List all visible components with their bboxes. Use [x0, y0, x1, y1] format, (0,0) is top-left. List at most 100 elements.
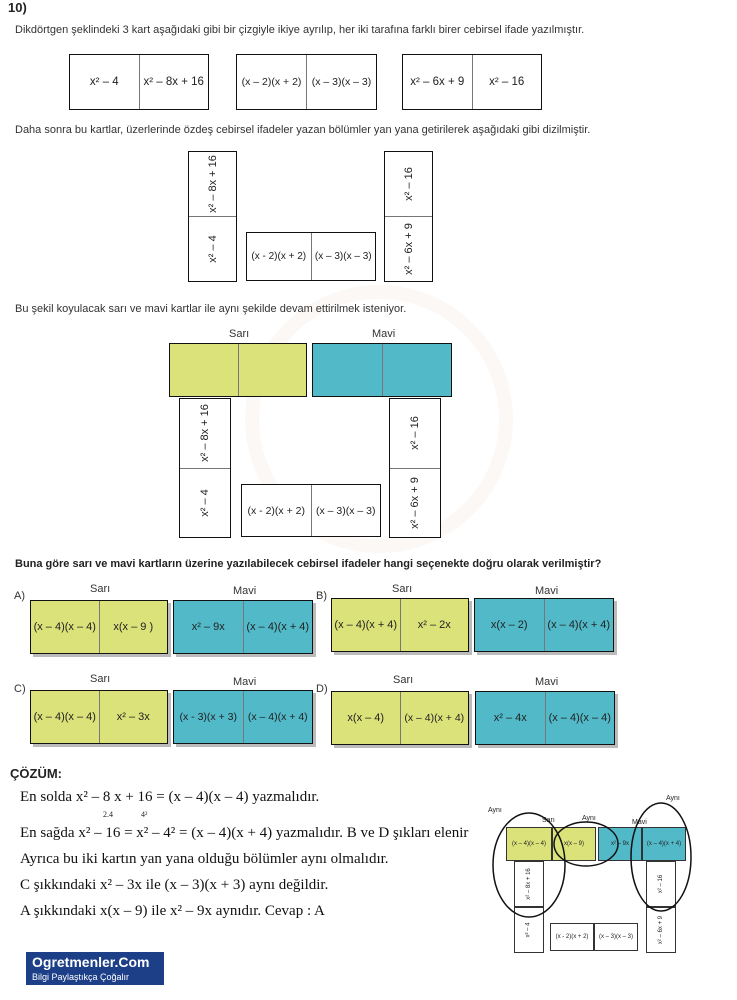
option-d-blue[interactable]: x² – 4x (x – 4)(x – 4)	[475, 691, 615, 745]
option-c-b1: (x - 3)(x + 3)	[179, 711, 237, 723]
option-a-yellow[interactable]: (x – 4)(x – 4) x(x – 9 )	[30, 600, 168, 654]
arr2-middle-card: (x - 2)(x + 2) (x – 3)(x – 3)	[241, 484, 381, 537]
footer-slogan: Bilgi Paylaştıkça Çoğalır	[32, 972, 130, 982]
card-3-left: x² – 6x + 9	[410, 76, 465, 88]
option-b-blue[interactable]: x(x – 2) (x – 4)(x + 4)	[474, 598, 614, 652]
arr2-right-card: x² – 16 x² – 6x + 9	[389, 398, 441, 538]
arr2-yellow-card	[169, 343, 307, 397]
arr1-right-bottom: x² – 6x + 9	[402, 223, 415, 275]
option-c-mavi: Mavi	[233, 676, 257, 688]
option-d-mavi: Mavi	[535, 676, 559, 688]
arr1-mid-right: (x – 3)(x – 3)	[310, 233, 376, 280]
card-1-left: x² – 4	[89, 76, 119, 88]
arr2-mid-left: (x - 2)(x + 2)	[247, 504, 305, 517]
arr1-left-top: x² – 8x + 16	[206, 155, 219, 213]
mini-right-top-text: x² – 16	[658, 874, 664, 894]
solution-line-1: En solda x² – 8 x + 16 = (x – 4)(x – 4) …	[20, 789, 320, 805]
solution-title: ÇÖZÜM:	[10, 766, 62, 781]
option-d-yellow[interactable]: x(x – 4) (x – 4)(x + 4)	[331, 691, 469, 745]
mini-left-top-text: x² – 8x + 16	[526, 868, 532, 900]
para3-text: Bu şekil koyulacak sarı ve mavi kartlar …	[15, 303, 407, 315]
arr2-left-card: x² – 8x + 16 x² – 4	[179, 398, 231, 538]
arr1-right-card: x² – 16 x² – 6x + 9	[384, 151, 433, 282]
mini-b1: x² – 9x	[598, 827, 642, 861]
mini-right-bottom: x² – 6x + 9	[646, 907, 676, 953]
option-d-b1: x² – 4x	[493, 712, 527, 724]
mini-left-top: x² – 8x + 16	[514, 861, 544, 907]
arr1-middle-card: (x - 2)(x + 2) (x – 3)(x – 3)	[246, 232, 376, 281]
mini-mid-left: (x - 2)(x + 2)	[550, 923, 594, 951]
card-3: x² – 6x + 9 x² – 16	[402, 54, 542, 110]
arr2-blue-card	[312, 343, 452, 397]
option-a-mavi: Mavi	[233, 585, 257, 597]
option-d-y1: x(x – 4)	[347, 712, 385, 724]
arr1-left-bottom: x² – 4	[206, 235, 219, 263]
card-2-right: (x – 3)(x – 3)	[306, 55, 376, 109]
option-c-blue[interactable]: (x - 3)(x + 3) (x – 4)(x + 4)	[173, 690, 313, 744]
arr1-left-card: x² – 8x + 16 x² – 4	[188, 151, 237, 282]
option-d-y2: (x – 4)(x + 4)	[399, 692, 469, 744]
option-b-letter: B)	[316, 590, 327, 602]
mini-b2: (x – 4)(x + 4)	[642, 827, 686, 861]
mini-sari: Sarı	[542, 817, 555, 824]
para2-text: Daha sonra bu kartlar, üzerlerinde özdeş…	[15, 124, 591, 136]
option-c-letter: C)	[14, 683, 26, 695]
footer-logo[interactable]: Ogretmenler.Com Bilgi Paylaştıkça Çoğalı…	[26, 952, 164, 985]
question-number: 10)	[8, 0, 27, 15]
mini-mavi: Mavi	[632, 819, 647, 826]
option-a-blue[interactable]: x² – 9x (x – 4)(x + 4)	[173, 600, 313, 654]
solution-line-3: Ayrıca bu iki kartın yan yana olduğu böl…	[20, 851, 389, 867]
mini-y1: (x – 4)(x – 4)	[506, 827, 552, 861]
option-d-letter: D)	[316, 683, 328, 695]
mini-ayni-mid: Aynı	[582, 815, 596, 822]
solution-line-1-sub: 2.4	[103, 810, 113, 819]
arr2-left-top: x² – 8x + 16	[199, 404, 211, 463]
option-a-b2: (x – 4)(x + 4)	[242, 601, 313, 653]
card-3-right: x² – 16	[471, 55, 542, 109]
option-c-b2: (x – 4)(x + 4)	[242, 691, 313, 743]
option-b-y2: x² – 2x	[399, 599, 469, 651]
mini-y2: x(x – 9)	[552, 827, 596, 861]
footer-site: Ogretmenler.Com	[32, 954, 150, 970]
mini-left-bottom-text: x² – 4	[525, 922, 532, 938]
option-d-sari: Sarı	[393, 674, 414, 686]
option-b-sari: Sarı	[392, 583, 413, 595]
option-c-yellow[interactable]: (x – 4)(x – 4) x² – 3x	[30, 690, 168, 744]
solution-line-4: C şıkkındaki x² – 3x ile (x – 3)(x + 3) …	[20, 877, 329, 893]
card-1: x² – 4 x² – 8x + 16	[69, 54, 209, 110]
arr2-left-bottom: x² – 4	[199, 488, 211, 517]
mini-right-top: x² – 16	[646, 861, 676, 907]
arr2-mid-right: (x – 3)(x – 3)	[310, 485, 381, 536]
card-2-left: (x – 2)(x + 2)	[241, 76, 302, 88]
mini-left-bottom: x² – 4	[514, 907, 544, 953]
mini-ayni-left: Aynı	[488, 807, 502, 814]
arr2-right-bottom: x² – 6x + 9	[409, 476, 421, 529]
mini-right-bottom-text: x² – 6x + 9	[658, 915, 664, 945]
mini-mid-right: (x – 3)(x – 3)	[594, 923, 638, 951]
option-c-y2: x² – 3x	[98, 691, 168, 743]
option-b-b1: x(x – 2)	[490, 619, 528, 631]
solution-line-5: A şıkkındaki x(x – 9) ile x² – 9x aynıdı…	[20, 903, 325, 919]
intro-text: Dikdörtgen şeklindeki 3 kart aşağıdaki g…	[15, 24, 585, 36]
card-2: (x – 2)(x + 2) (x – 3)(x – 3)	[236, 54, 377, 110]
question-text: Buna göre sarı ve mavi kartların üzerine…	[15, 558, 602, 570]
option-b-y1: (x – 4)(x + 4)	[334, 619, 398, 631]
solution-line-1-sub2: 4²	[141, 810, 148, 819]
arr2-right-top: x² – 16	[409, 416, 421, 451]
option-b-b2: (x – 4)(x + 4)	[543, 599, 614, 651]
arr1-right-top: x² – 16	[402, 167, 415, 201]
option-b-yellow[interactable]: (x – 4)(x + 4) x² – 2x	[331, 598, 469, 652]
option-a-b1: x² – 9x	[191, 621, 225, 633]
option-a-y1: (x – 4)(x – 4)	[33, 621, 96, 633]
label-sari: Sarı	[229, 328, 250, 340]
option-a-y2: x(x – 9 )	[98, 601, 168, 653]
option-c-sari: Sarı	[90, 673, 111, 685]
option-b-mavi: Mavi	[535, 585, 559, 597]
solution-line-2: En sağda x² – 16 = x² – 4² = (x – 4)(x +…	[20, 825, 469, 841]
option-a-sari: Sarı	[90, 583, 111, 595]
mini-ayni-right: Aynı	[666, 795, 680, 802]
mini-diagram: Aynı Aynı Aynı Sarı Mavi (x – 4)(x – 4) …	[480, 785, 705, 960]
label-mavi: Mavi	[372, 328, 396, 340]
option-c-y1: (x – 4)(x – 4)	[33, 711, 96, 723]
option-a-letter: A)	[14, 590, 25, 602]
